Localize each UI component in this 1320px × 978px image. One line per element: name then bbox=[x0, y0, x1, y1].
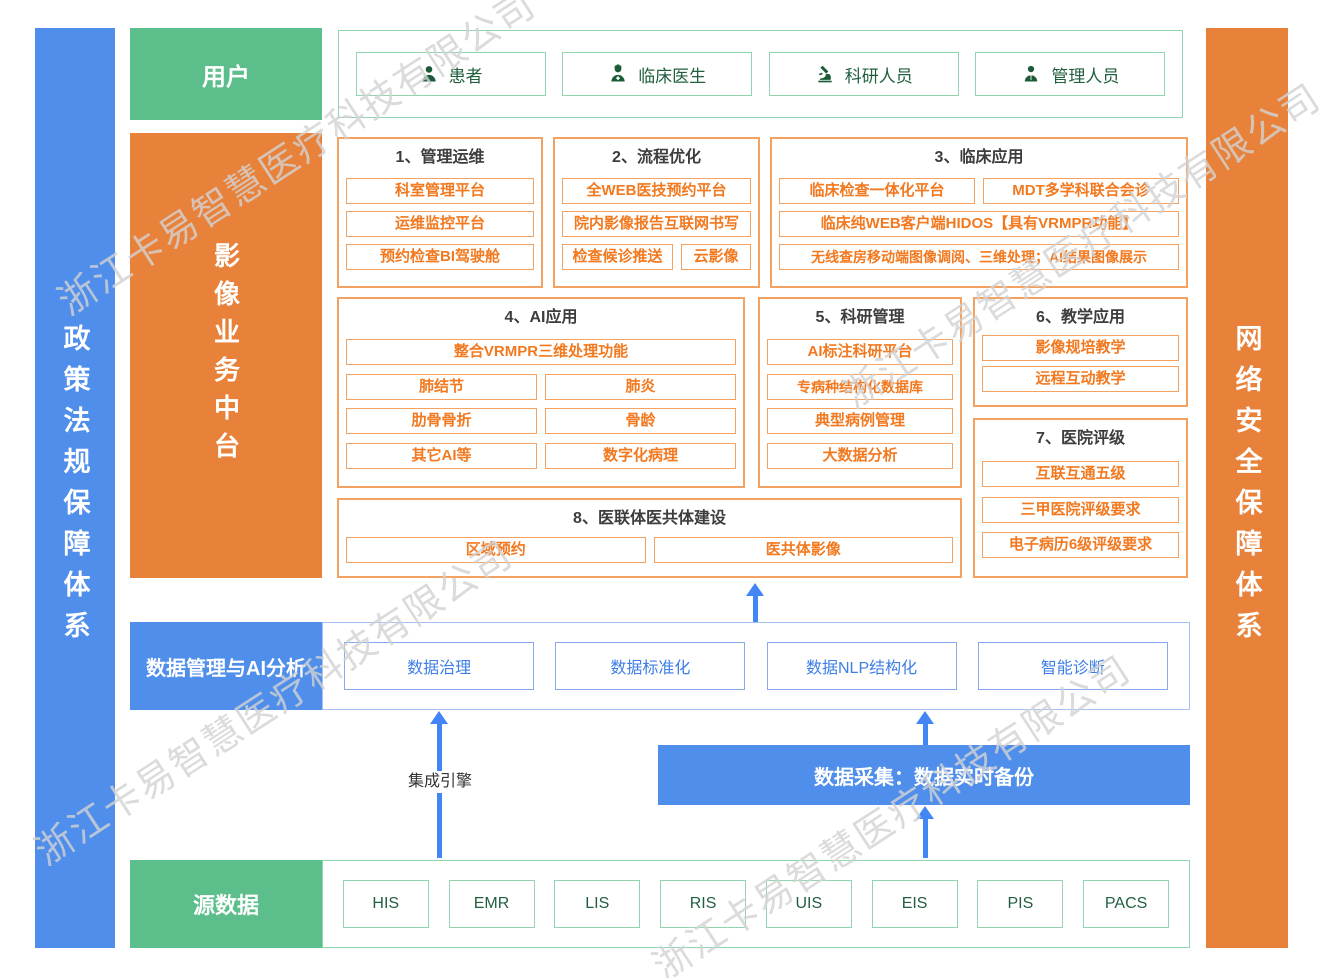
source-data-row: HIS EMR LIS RIS UIS EIS PIS PACS bbox=[322, 860, 1190, 948]
user-item-patient: 患者 bbox=[355, 52, 546, 96]
platform-item-row: 区域预约 医共体影像 bbox=[346, 536, 953, 563]
source-system-pis: PIS bbox=[977, 880, 1064, 928]
section-body: 区域预约 医共体影像 bbox=[346, 532, 953, 567]
platform-item: 专病种结构化数据库 bbox=[767, 373, 953, 400]
source-system-emr: EMR bbox=[448, 880, 535, 928]
admin-icon bbox=[1025, 65, 1038, 82]
section-management-ops: 1、管理运维 科室管理平台 运维监控平台 预约检查BI驾驶舱 bbox=[337, 137, 543, 288]
platform-item: 整合VRMPR三维处理功能 bbox=[346, 339, 736, 366]
section-body: 临床检查一体化平台 MDT多学科联合会诊 临床纯WEB客户端HIDOS【具有VR… bbox=[779, 171, 1179, 277]
patient-icon bbox=[421, 66, 436, 82]
platform-item-row: 临床检查一体化平台 MDT多学科联合会诊 bbox=[779, 178, 1179, 204]
doctor-icon bbox=[611, 64, 625, 82]
platform-item: 预约检查BI驾驶舱 bbox=[346, 244, 534, 270]
section-body: 互联互通五级 三甲医院评级要求 电子病历6级评级要求 bbox=[982, 452, 1179, 567]
policy-regulation-label: 政策法规保障体系 bbox=[59, 324, 90, 652]
platform-item: 数字化病理 bbox=[545, 442, 736, 469]
data-mgmt-item: 数据治理 bbox=[344, 642, 535, 690]
platform-item: 云影像 bbox=[680, 244, 751, 270]
section-body: 整合VRMPR三维处理功能 肺结节 肺炎 肋骨骨折 骨龄 其它AI等 数字化病理 bbox=[346, 331, 736, 477]
integration-engine-label: 集成引擎 bbox=[400, 771, 480, 793]
platform-item: 医共体影像 bbox=[653, 536, 953, 563]
section-teaching-application: 6、教学应用 影像规培教学 远程互动教学 bbox=[973, 297, 1188, 407]
platform-item-row: 检查候诊推送 云影像 bbox=[562, 244, 751, 270]
section-process-optimization: 2、流程优化 全WEB医技预约平台 院内影像报告互联网书写 检查候诊推送 云影像 bbox=[553, 137, 760, 288]
network-security-label: 网络安全保障体系 bbox=[1231, 324, 1262, 652]
section-body: AI标注科研平台 专病种结构化数据库 典型病例管理 大数据分析 bbox=[767, 331, 953, 477]
section-title: 4、AI应用 bbox=[504, 309, 578, 326]
user-row: 患者 临床医生 科研人员 管理人员 bbox=[338, 30, 1183, 118]
imaging-platform-label: 影像业务中台 bbox=[210, 241, 241, 470]
platform-item-row: 肺结节 肺炎 bbox=[346, 373, 736, 400]
section-title: 6、教学应用 bbox=[1036, 309, 1125, 326]
platform-item: 骨龄 bbox=[545, 408, 736, 435]
source-system-his: HIS bbox=[342, 880, 429, 928]
platform-item: 临床纯WEB客户端HIDOS【具有VRMPR功能】 bbox=[779, 211, 1179, 237]
platform-item: AI标注科研平台 bbox=[767, 339, 953, 366]
user-item-admin: 管理人员 bbox=[975, 52, 1166, 96]
platform-item: 院内影像报告互联网书写 bbox=[562, 211, 751, 237]
data-mgmt-label: 数据管理与AI分析 bbox=[130, 622, 322, 710]
section-title: 3、临床应用 bbox=[934, 149, 1024, 166]
section-hospital-rating: 7、医院评级 互联互通五级 三甲医院评级要求 电子病历6级评级要求 bbox=[973, 418, 1188, 578]
policy-regulation-bar: 政策法规保障体系 bbox=[35, 28, 115, 948]
imaging-platform-label-box: 影像业务中台 bbox=[130, 133, 322, 578]
section-ai-application: 4、AI应用 整合VRMPR三维处理功能 肺结节 肺炎 肋骨骨折 骨龄 其它AI… bbox=[337, 297, 745, 488]
data-mgmt-item: 数据NLP结构化 bbox=[766, 642, 957, 690]
section-clinical-application: 3、临床应用 临床检查一体化平台 MDT多学科联合会诊 临床纯WEB客户端HID… bbox=[770, 137, 1188, 288]
platform-item: 三甲医院评级要求 bbox=[982, 496, 1179, 523]
platform-item: MDT多学科联合会诊 bbox=[983, 178, 1179, 204]
platform-item: 肺炎 bbox=[545, 373, 736, 400]
platform-item: 临床检查一体化平台 bbox=[779, 178, 975, 204]
user-item-doctor: 临床医生 bbox=[562, 52, 753, 96]
source-system-eis: EIS bbox=[871, 880, 958, 928]
section-title: 8、医联体医共体建设 bbox=[573, 510, 726, 527]
platform-item: 检查候诊推送 bbox=[562, 244, 673, 270]
platform-item: 无线查房移动端图像调阅、三维处理；AI结果图像展示 bbox=[779, 244, 1179, 270]
platform-item: 全WEB医技预约平台 bbox=[562, 178, 751, 204]
platform-item-row: 肋骨骨折 骨龄 bbox=[346, 408, 736, 435]
user-item-label: 管理人员 bbox=[1051, 66, 1120, 86]
user-item-label: 患者 bbox=[448, 66, 483, 86]
platform-item: 电子病历6级评级要求 bbox=[982, 531, 1179, 558]
data-mgmt-item: 智能诊断 bbox=[977, 642, 1168, 690]
network-security-bar: 网络安全保障体系 bbox=[1206, 28, 1288, 948]
section-body: 影像规培教学 远程互动教学 bbox=[982, 331, 1179, 396]
section-medical-alliance: 8、医联体医共体建设 区域预约 医共体影像 bbox=[337, 498, 962, 578]
user-item-label: 临床医生 bbox=[638, 66, 707, 86]
data-collection-box: 数据采集：数据实时备份 bbox=[658, 745, 1190, 805]
platform-item: 肋骨骨折 bbox=[346, 408, 537, 435]
platform-item: 其它AI等 bbox=[346, 442, 537, 469]
section-title: 7、医院评级 bbox=[1036, 430, 1125, 447]
platform-item: 远程互动教学 bbox=[982, 365, 1179, 392]
microscope-icon bbox=[818, 65, 832, 83]
section-body: 全WEB医技预约平台 院内影像报告互联网书写 检查候诊推送 云影像 bbox=[562, 171, 751, 277]
user-row-label: 用户 bbox=[130, 28, 322, 120]
data-mgmt-item: 数据标准化 bbox=[555, 642, 746, 690]
platform-item: 肺结节 bbox=[346, 373, 537, 400]
platform-item: 典型病例管理 bbox=[767, 408, 953, 435]
section-research-management: 5、科研管理 AI标注科研平台 专病种结构化数据库 典型病例管理 大数据分析 bbox=[758, 297, 962, 488]
section-body: 科室管理平台 运维监控平台 预约检查BI驾驶舱 bbox=[346, 171, 534, 277]
platform-item-row: 其它AI等 数字化病理 bbox=[346, 442, 736, 469]
source-data-label: 源数据 bbox=[130, 860, 322, 948]
platform-item: 运维监控平台 bbox=[346, 211, 534, 237]
section-title: 5、科研管理 bbox=[815, 309, 905, 326]
platform-item: 互联互通五级 bbox=[982, 461, 1179, 488]
user-item-label: 科研人员 bbox=[844, 66, 913, 86]
source-system-uis: UIS bbox=[765, 880, 852, 928]
platform-item: 大数据分析 bbox=[767, 442, 953, 469]
platform-item: 区域预约 bbox=[346, 536, 646, 563]
data-mgmt-row: 数据治理 数据标准化 数据NLP结构化 智能诊断 bbox=[322, 622, 1190, 710]
source-system-ris: RIS bbox=[660, 880, 747, 928]
platform-item: 科室管理平台 bbox=[346, 178, 534, 204]
section-title: 1、管理运维 bbox=[395, 149, 485, 166]
source-system-lis: LIS bbox=[554, 880, 641, 928]
user-item-researcher: 科研人员 bbox=[768, 52, 959, 96]
section-title: 2、流程优化 bbox=[612, 149, 701, 166]
platform-item: 影像规培教学 bbox=[982, 335, 1179, 362]
source-system-pacs: PACS bbox=[1083, 880, 1170, 928]
